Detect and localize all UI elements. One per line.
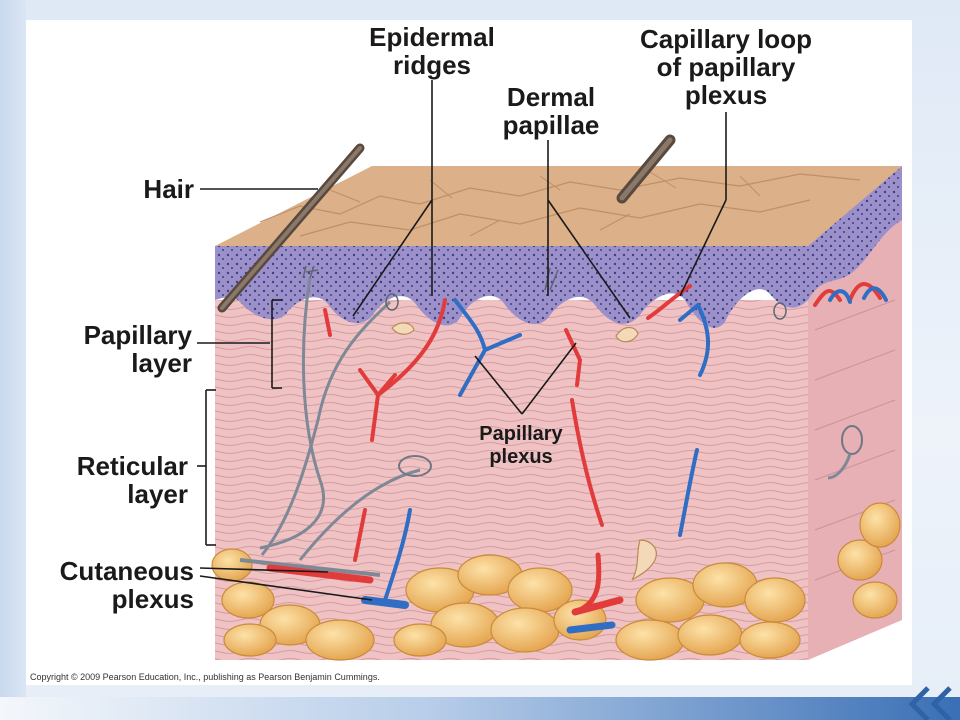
skin-surface [215,166,902,246]
leader-lines [197,80,727,601]
label-hair-text: Hair [143,174,194,204]
label-capillary-loop-line3: plexus [684,80,768,110]
slide-background-strip [0,0,26,720]
label-reticular-layer: Reticular layer [30,453,188,507]
footer-bar [0,697,960,720]
veins [361,286,888,634]
label-papillary-plexus-line2: plexus [489,446,553,468]
label-dermal-papillae-line2: papillae [502,110,600,140]
label-papillary-plexus-line1: Papillary [479,423,563,445]
chevron-left-icon[interactable] [908,686,930,720]
label-reticular-layer-line1: Reticular [76,451,188,481]
epidermis-front [215,246,808,328]
label-hair: Hair [100,176,194,202]
label-epidermal-ridges-line1: Epidermal [369,22,495,52]
epidermis-side [808,166,902,300]
label-reticular-layer-line2: layer [127,479,188,509]
copyright-text: Copyright © 2009 Pearson Education, Inc.… [30,672,380,682]
chevron-left-icon[interactable] [930,686,952,720]
nerve-endings [302,265,787,320]
fat-lobules [211,502,901,661]
nav-chevrons[interactable] [898,684,960,720]
label-dermal-papillae: Dermal papillae [476,84,626,138]
label-capillary-loop: Capillary loop of papillary plexus [612,26,840,108]
label-cutaneous-plexus-line1: Cutaneous [59,556,194,586]
label-papillary-layer: Papillary layer [40,322,192,376]
label-papillary-layer-line2: layer [131,348,192,378]
label-dermal-papillae-line1: Dermal [506,82,596,112]
label-papillary-plexus: Papillary plexus [456,424,586,467]
label-epidermal-ridges: Epidermal ridges [346,24,518,78]
label-epidermal-ridges-line2: ridges [392,50,472,80]
glands [391,322,657,581]
label-capillary-loop-line2: of papillary [656,52,796,82]
hair-shafts [217,134,676,313]
label-cutaneous-plexus: Cutaneous plexus [22,558,194,612]
nerve-fibers [239,277,863,577]
label-cutaneous-plexus-line2: plexus [111,584,194,614]
label-papillary-layer-line1: Papillary [83,320,192,350]
label-capillary-loop-line1: Capillary loop [640,24,812,54]
